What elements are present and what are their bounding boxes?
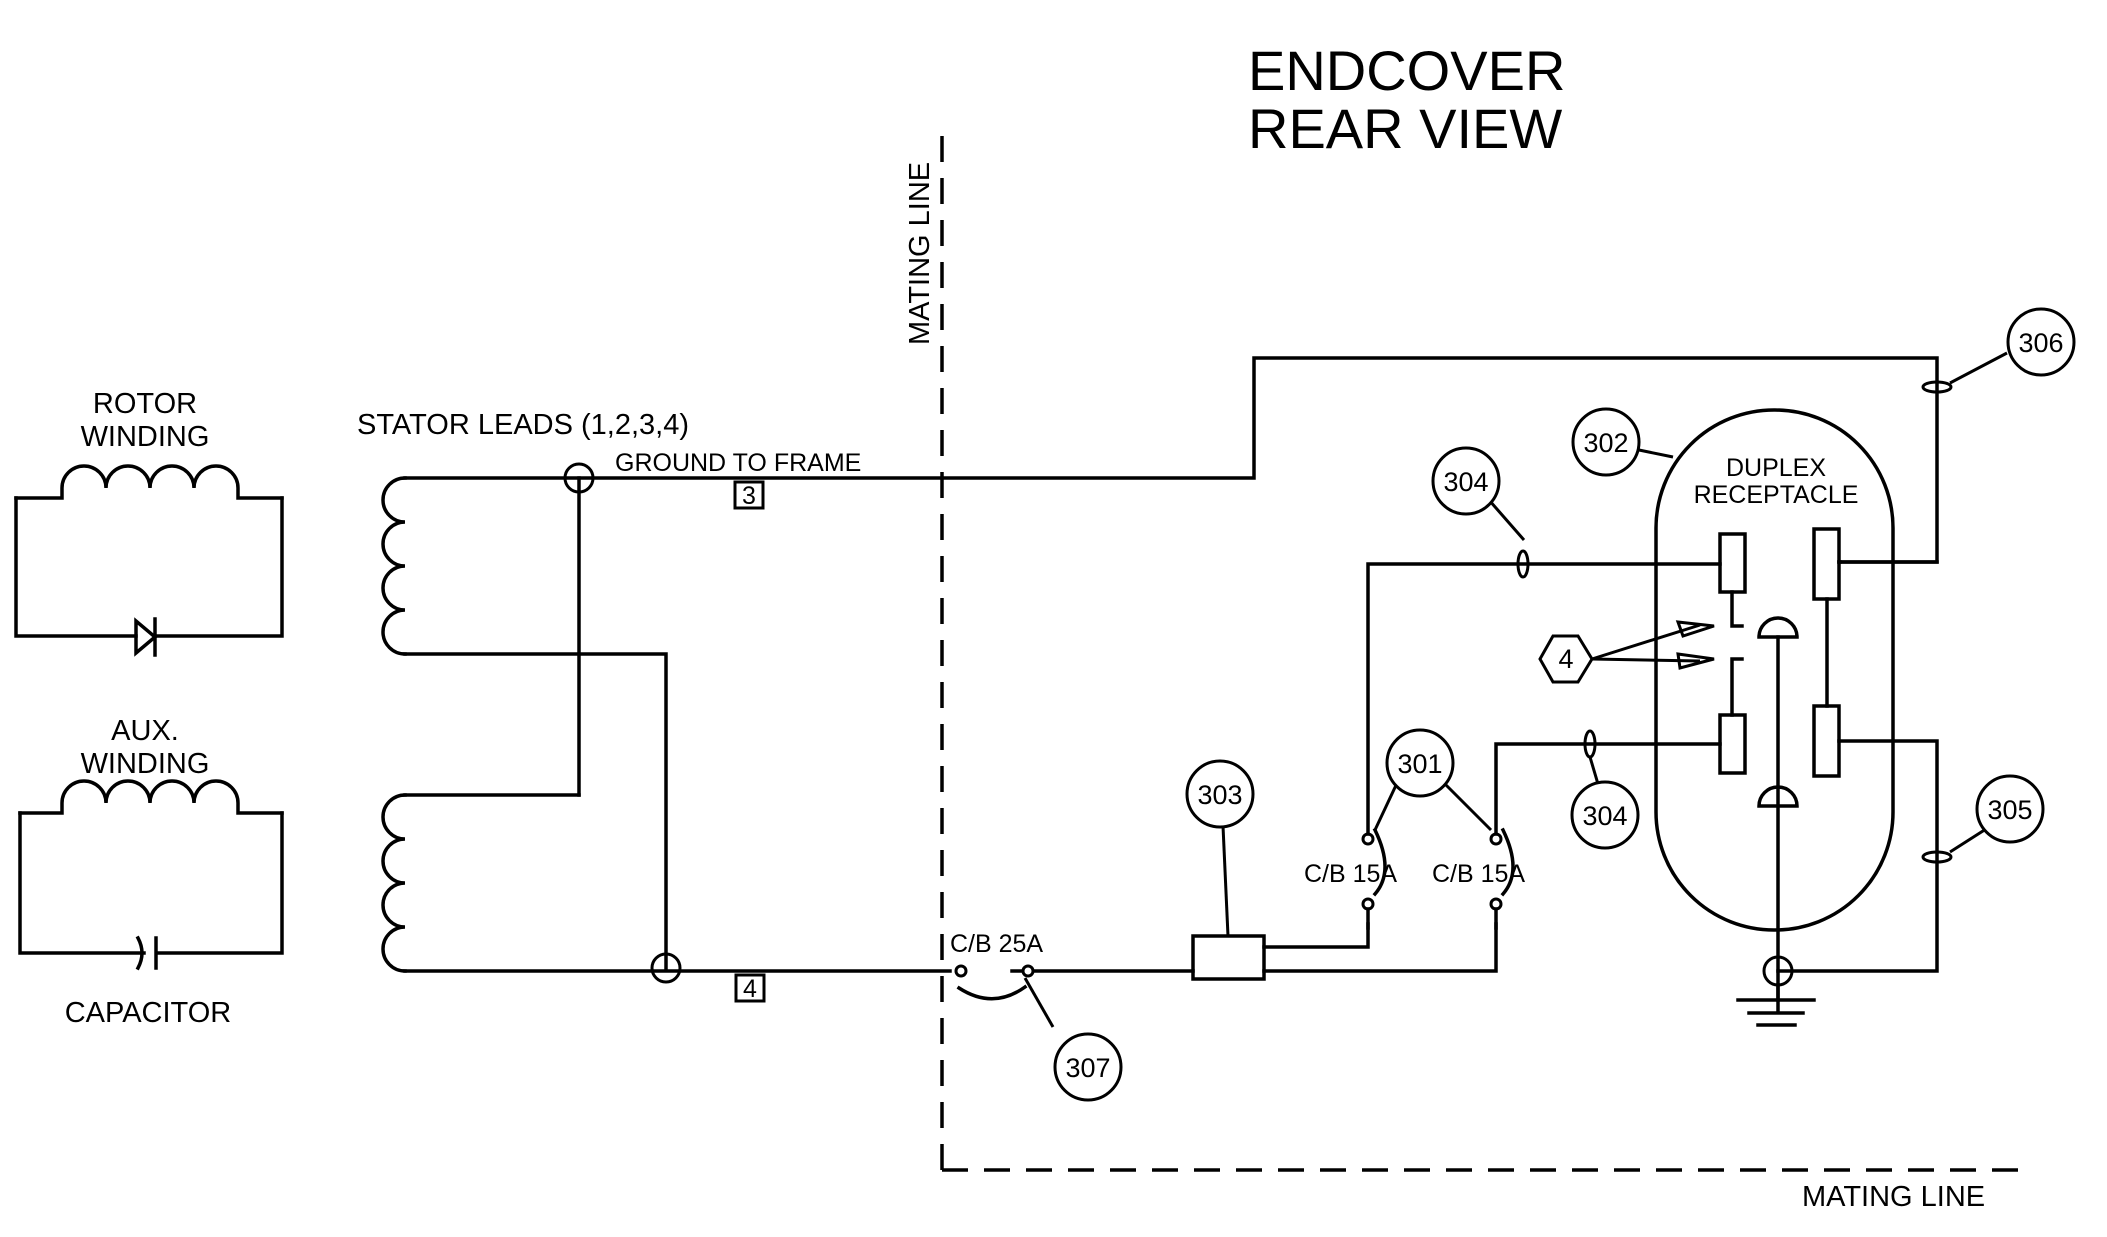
callout-307 <box>1053 1032 1123 1102</box>
wire-tie <box>1921 850 1953 864</box>
ground-pin-bottom <box>1757 785 1799 808</box>
duplex-receptacle: DUPLEX RECEPTACLE 4 <box>1538 408 1939 1012</box>
slot-left-top <box>1718 532 1747 594</box>
slot-right-top <box>1812 527 1841 601</box>
mating-line-horizontal-label: MATING LINE <box>1802 1181 1985 1213</box>
slot-left-bottom <box>1718 713 1747 775</box>
lead-4-label: 4 <box>743 975 757 1003</box>
wire-tie <box>1921 380 1953 394</box>
callout-305-label: 305 <box>1987 795 2032 825</box>
title-line2: REAR VIEW <box>1248 97 1562 160</box>
callout-307-label: 307 <box>1065 1053 1110 1083</box>
callout-304-bottom-label: 304 <box>1582 801 1627 831</box>
stator-label: STATOR LEADS (1,2,3,4) <box>357 409 689 441</box>
rotor-label-line1: ROTOR <box>93 388 197 420</box>
terminal-block-303 <box>1191 934 1266 981</box>
lead-3-label: 3 <box>742 482 756 510</box>
callout-302 <box>1571 407 1641 477</box>
callout-301 <box>1385 728 1455 798</box>
receptacle-label-line1: DUPLEX <box>1726 454 1826 482</box>
diode-icon <box>134 617 158 657</box>
callout-304-top-label: 304 <box>1443 467 1488 497</box>
callout-305 <box>1975 774 2045 844</box>
circuit-breaker-left: C/B 15A <box>1304 827 1397 930</box>
callout-301-label: 301 <box>1397 749 1442 779</box>
arrow-icon <box>1675 620 1715 638</box>
callout-303-label: 303 <box>1197 780 1242 810</box>
callout-303 <box>1185 759 1255 829</box>
ground-pin-top <box>1757 616 1799 639</box>
breaker-main-label: C/B 25A <box>950 930 1043 958</box>
aux-winding-circuit: AUX. WINDING CAPACITOR <box>18 715 284 1029</box>
breaker-left-label: C/B 15A <box>1304 860 1397 888</box>
junction-node <box>650 952 682 984</box>
callout-304-bottom <box>1570 780 1640 850</box>
ground-icon <box>1736 955 1816 1027</box>
title-line1: ENDCOVER <box>1248 39 1565 102</box>
callout-304-top <box>1431 446 1501 516</box>
inductor-icon <box>381 793 407 973</box>
inductor-icon <box>381 476 407 656</box>
callout-302-label: 302 <box>1583 428 1628 458</box>
inductor-icon <box>18 779 284 815</box>
rotor-label-line2: WINDING <box>81 421 210 453</box>
receptacle-outline <box>1654 408 1895 932</box>
aux-label-line2: WINDING <box>81 748 210 780</box>
inductor-icon <box>14 464 284 500</box>
hex-reference-label: 4 <box>1558 644 1573 674</box>
callout-306 <box>2006 307 2076 377</box>
slot-right-bottom <box>1812 704 1841 778</box>
wire-tie <box>1516 549 1530 579</box>
lead-3-box <box>733 480 765 510</box>
ground-to-frame-label: GROUND TO FRAME <box>615 449 861 477</box>
breaker-right-label: C/B 15A <box>1432 860 1525 888</box>
callout-306-label: 306 <box>2018 328 2063 358</box>
circuit-breaker-right: C/B 15A <box>1432 827 1525 930</box>
rotor-winding-circuit: ROTOR WINDING <box>14 388 284 657</box>
capacitor-icon <box>135 935 158 971</box>
arrow-icon <box>1676 652 1715 670</box>
aux-label-line1: AUX. <box>111 715 179 747</box>
capacitor-label: CAPACITOR <box>65 997 232 1029</box>
receptacle-label-line2: RECEPTACLE <box>1694 481 1859 509</box>
main-circuit-breaker: C/B 25A <box>950 930 1195 1001</box>
stator-leads: STATOR LEADS (1,2,3,4) GROUND TO FRAME 3… <box>357 356 1939 1003</box>
mating-line-vertical-label: MATING LINE <box>904 162 936 345</box>
lead-4-box <box>734 973 766 1003</box>
